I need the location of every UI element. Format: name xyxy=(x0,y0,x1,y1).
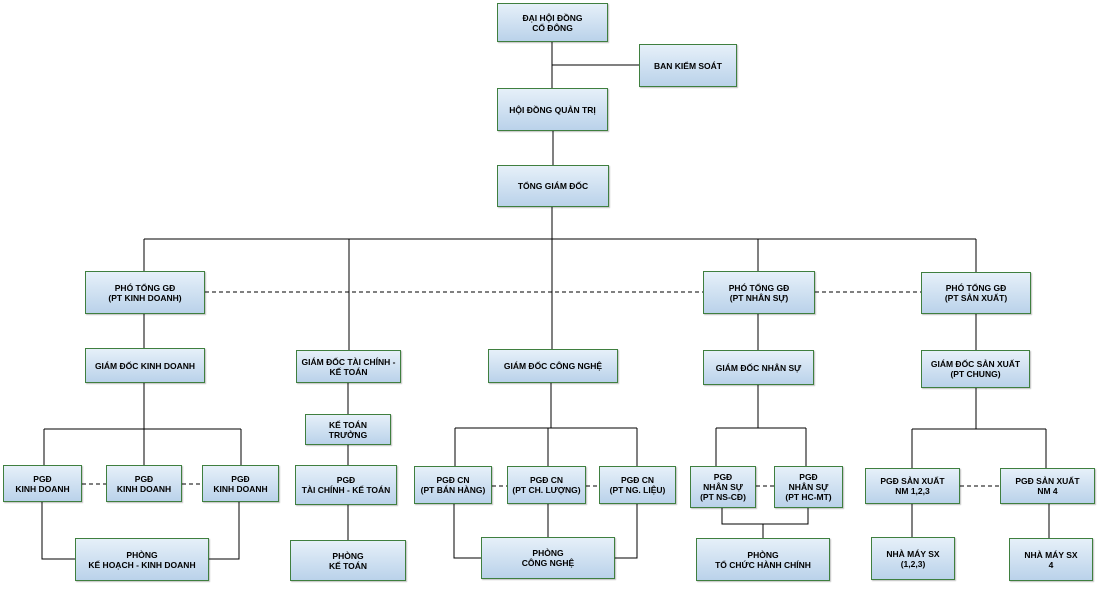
node-label: KẾ TOÁN xyxy=(329,366,368,377)
node-pgd-kinh-doanh-3: PGĐ KINH DOANH xyxy=(202,465,279,502)
node-pgd-cn-ban-hang: PGĐ CN (PT BÁN HÀNG) xyxy=(414,466,492,504)
node-phong-ke-toan: PHÒNG KẾ TOÁN xyxy=(290,540,406,581)
node-pgd-cn-nguyen-lieu: PGĐ CN (PT NG. LIỆU) xyxy=(599,466,676,504)
node-label: PHÒNG xyxy=(532,548,564,558)
node-pgd-nhan-su-ns-cd: PGĐ NHÂN SỰ (PT NS-CĐ) xyxy=(690,466,756,508)
node-label: NHÀ MÁY SX xyxy=(886,548,940,559)
node-label: 4 xyxy=(1048,559,1054,570)
node-giam-doc-tai-chinh: GIÁM ĐỐC TÀI CHÍNH - KẾ TOÁN xyxy=(296,350,401,383)
connector xyxy=(615,504,638,559)
node-label: BAN KIỂM SOÁT xyxy=(654,60,722,71)
node-giam-doc-cong-nghe: GIÁM ĐỐC CÔNG NGHỆ xyxy=(488,349,618,383)
node-label: GIÁM ĐỐC SẢN XUẤT xyxy=(930,359,1021,369)
node-label: (1,2,3) xyxy=(900,558,926,569)
node-label: PGĐ xyxy=(134,473,154,484)
node-pgd-kinh-doanh-2: PGĐ KINH DOANH xyxy=(106,465,182,502)
node-label: GIÁM ĐỐC CÔNG NGHỆ xyxy=(503,361,603,371)
node-label: (PT NG. LIỆU) xyxy=(609,485,666,495)
node-pho-tong-gd-kinh-doanh: PHÓ TỔNG GĐ (PT KINH DOANH) xyxy=(85,271,205,314)
node-label: (PT CH. LƯỢNG) xyxy=(512,485,581,495)
node-label: NM 4 xyxy=(1037,486,1058,496)
node-nha-may-sx-4: NHÀ MÁY SX 4 xyxy=(1009,538,1093,581)
node-label: PHÓ TỔNG GĐ xyxy=(945,283,1007,293)
node-giam-doc-san-xuat: GIÁM ĐỐC SẢN XUẤT (PT CHUNG) xyxy=(921,350,1030,388)
node-pgd-nhan-su-hc-mt: PGĐ NHÂN SỰ (PT HC-MT) xyxy=(774,466,843,508)
node-pho-tong-gd-san-xuat: PHÓ TỔNG GĐ (PT SẢN XUẤT) xyxy=(921,272,1031,314)
node-pgd-san-xuat-nm4: PGĐ SẢN XUẤT NM 4 xyxy=(1000,468,1095,504)
node-label: PHÓ TỔNG GĐ xyxy=(114,282,176,293)
connector xyxy=(453,504,481,559)
node-label: GIÁM ĐỐC NHÂN SỰ xyxy=(715,362,802,373)
node-label: (PT NS-CĐ) xyxy=(700,492,746,502)
node-label: KẾ TOÁN xyxy=(328,560,368,571)
node-hoi-dong-quan-tri: HỘI ĐỒNG QUẢN TRỊ xyxy=(497,88,608,131)
node-label: ĐẠI HỘI ĐỒNG xyxy=(522,12,583,23)
node-label: PGĐ CN xyxy=(620,475,655,485)
node-label: NM 1,2,3 xyxy=(895,486,930,496)
node-label: PGĐ xyxy=(799,472,818,482)
node-ban-kiem-soat: BAN KIỂM SOÁT xyxy=(639,44,737,87)
node-label: (PT CHUNG) xyxy=(950,369,1001,379)
node-label: GIÁM ĐỐC TÀI CHÍNH - xyxy=(301,356,396,367)
node-pgd-kinh-doanh-1: PGĐ KINH DOANH xyxy=(3,465,82,502)
node-ke-toan-truong: KẾ TOÁN TRƯỞNG xyxy=(305,414,391,445)
node-label: NHÂN SỰ xyxy=(703,482,743,492)
node-label: PGĐ xyxy=(231,473,250,484)
node-label: KẾ TOÁN xyxy=(328,419,368,430)
node-label: PGĐ CN xyxy=(436,475,470,485)
node-label: (PT BÁN HÀNG) xyxy=(420,485,486,495)
node-pgd-cn-chat-luong: PGĐ CN (PT CH. LƯỢNG) xyxy=(507,466,586,504)
node-nha-may-sx-123: NHÀ MÁY SX (1,2,3) xyxy=(871,537,955,580)
node-label: PGĐ SẢN XUẤT xyxy=(1015,476,1080,486)
node-label: KINH DOANH xyxy=(213,483,268,494)
node-label: PGĐ xyxy=(713,472,733,482)
node-label: CÔNG NGHỆ xyxy=(521,558,575,568)
node-tong-giam-doc: TỔNG GIÁM ĐỐC xyxy=(497,165,609,207)
node-pgd-san-xuat-nm123: PGĐ SẢN XUẤT NM 1,2,3 xyxy=(865,468,960,504)
node-label: PGĐ xyxy=(336,475,356,485)
node-phong-cong-nghe: PHÒNG CÔNG NGHỆ xyxy=(481,537,615,579)
node-label: PGĐ CN xyxy=(529,475,564,485)
node-label: PHÒNG xyxy=(747,549,779,560)
node-label: TÀI CHÍNH - KẾ TOÁN xyxy=(301,485,391,495)
node-label: TỔ CHỨC HÀNH CHÍNH xyxy=(715,559,811,570)
connector xyxy=(209,502,240,560)
node-label: KẾ HOẠCH - KINH DOANH xyxy=(88,559,196,570)
node-pgd-tai-chinh-ke-toan: PGĐ TÀI CHÍNH - KẾ TOÁN xyxy=(295,465,397,505)
node-label: NHÂN SỰ xyxy=(788,482,829,492)
node-label: PHÒNG xyxy=(126,549,158,560)
node-label: PGĐ xyxy=(33,473,52,484)
connector xyxy=(41,502,75,560)
node-label: PHÒNG xyxy=(332,550,364,561)
node-label: TRƯỞNG xyxy=(328,429,368,440)
node-label: HỘI ĐỒNG QUẢN TRỊ xyxy=(509,104,596,115)
node-label: (PT NHÂN SỰ) xyxy=(729,292,789,303)
connector xyxy=(721,508,809,525)
node-label: KINH DOANH xyxy=(116,483,172,494)
node-phong-to-chuc-hanh-chinh: PHÒNG TỔ CHỨC HÀNH CHÍNH xyxy=(696,538,830,581)
node-label: NHÀ MÁY SX xyxy=(1024,549,1078,560)
node-giam-doc-kinh-doanh: GIÁM ĐỐC KINH DOANH xyxy=(85,348,205,383)
node-label: GIÁM ĐỐC KINH DOANH xyxy=(94,360,196,371)
node-phong-ke-hoach-kinh-doanh: PHÒNG KẾ HOẠCH - KINH DOANH xyxy=(75,538,209,581)
node-label: (PT HC-MT) xyxy=(785,492,832,502)
node-label: PGĐ SẢN XUẤT xyxy=(880,476,945,486)
node-label: PHÓ TỔNG GĐ xyxy=(728,282,790,293)
node-label: TỔNG GIÁM ĐỐC xyxy=(517,181,589,191)
node-label: (PT SẢN XUẤT) xyxy=(944,293,1008,303)
node-label: CỔ ĐÔNG xyxy=(532,22,573,33)
node-label: KINH DOANH xyxy=(15,483,70,494)
node-label: (PT KINH DOANH) xyxy=(108,292,182,303)
node-pho-tong-gd-nhan-su: PHÓ TỔNG GĐ (PT NHÂN SỰ) xyxy=(703,271,815,314)
node-dai-hoi-dong-co-dong: ĐẠI HỘI ĐỒNG CỔ ĐÔNG xyxy=(497,3,608,42)
node-giam-doc-nhan-su: GIÁM ĐỐC NHÂN SỰ xyxy=(703,350,814,385)
